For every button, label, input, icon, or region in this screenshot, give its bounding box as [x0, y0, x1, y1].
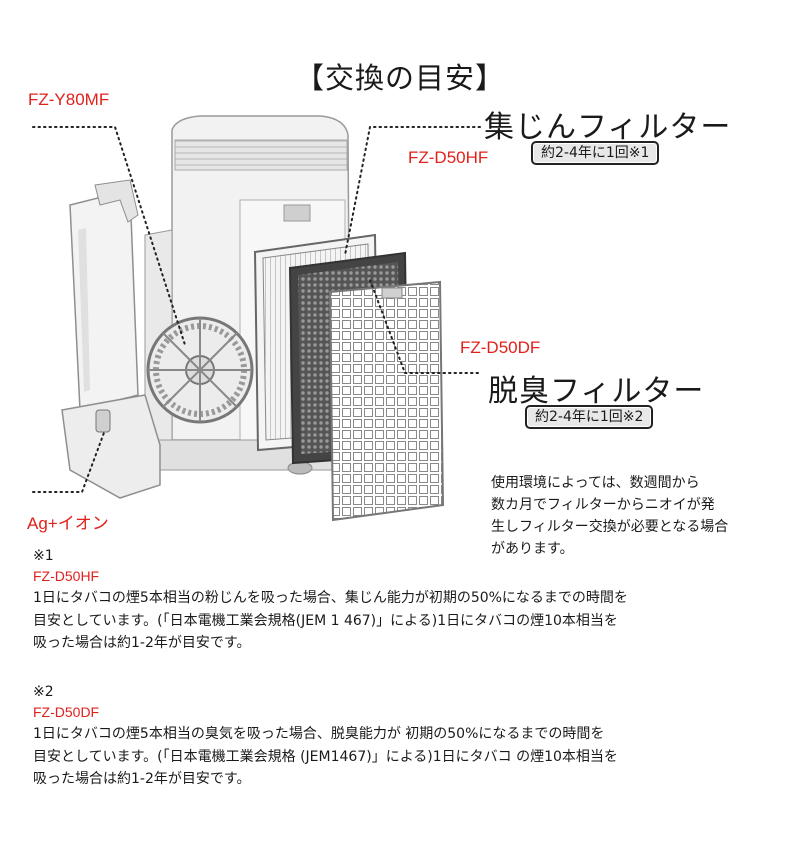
usage-note-line: があります。: [491, 541, 574, 557]
footnote-1: ※1 FZ-D50HF 1日にタバコの煙5本相当の粉じんを吸った場合、集じん能力…: [33, 548, 793, 655]
deodor-filter-interval-badge: 約2-4年に1回※2: [525, 405, 654, 429]
humidify-filter-model: FZ-Y80MF: [28, 90, 110, 109]
deodor-filter-model: FZ-D50DF: [460, 338, 541, 357]
water-tray: [61, 394, 161, 499]
pre-filter: [328, 280, 445, 522]
footnote-2: ※2 FZ-D50DF 1日にタバコの煙5本相当の臭気を吸った場合、脱臭能力が …: [33, 684, 793, 791]
dust-filter-model: FZ-D50HF: [408, 148, 489, 167]
leader-lines: [32, 126, 481, 493]
dust-filter-interval-badge: 約2-4年に1回※1: [531, 141, 660, 165]
page-title: 【交換の目安】: [294, 61, 505, 95]
humidifying-filter-wheel: [146, 316, 254, 424]
usage-note-line: 使用環境によっては、数週間から: [491, 475, 700, 491]
footnote-mark: ※2: [33, 684, 54, 700]
dust-filter-name: 集じんフィルター: [484, 110, 732, 145]
ion-label: Ag+イオン: [27, 514, 109, 533]
usage-note-line: 数カ月でフィルターからニオイが発: [491, 497, 715, 513]
footnote-line: 吸った場合は約1-2年が目安です。: [33, 771, 251, 787]
footnote-line: 目安としています。(「日本電機工業会規格(JEM 1 467)」による)1日にタ…: [33, 612, 618, 629]
water-tank: [69, 179, 139, 411]
footnote-line: 1日にタバコの煙5本相当の臭気を吸った場合、脱臭能力が 初期の50%になるまでの…: [33, 726, 605, 742]
footnote-line: 目安としています。(「日本電機工業会規格 (JEM1467)」による)1日にタバ…: [33, 748, 618, 765]
footnote-mark: ※1: [33, 548, 54, 564]
footnote-model: FZ-D50DF: [33, 704, 100, 720]
air-purifier-illustration: [32, 115, 481, 522]
usage-note: 使用環境によっては、数週間から 数カ月でフィルターからニオイが発 生しフィルター…: [491, 472, 791, 560]
usage-note-line: 生しフィルター交換が必要となる場合: [491, 519, 729, 535]
deodor-filter-name: 脱臭フィルター: [488, 374, 705, 409]
footnote-text: 1日にタバコの煙5本相当の粉じんを吸った場合、集じん能力が初期の50%になるまで…: [33, 587, 793, 655]
footnote-model: FZ-D50HF: [33, 568, 100, 584]
footnote-line: 1日にタバコの煙5本相当の粉じんを吸った場合、集じん能力が初期の50%になるまで…: [33, 590, 628, 606]
footnote-line: 吸った場合は約1-2年が目安です。: [33, 635, 251, 651]
footnote-text: 1日にタバコの煙5本相当の臭気を吸った場合、脱臭能力が 初期の50%になるまでの…: [33, 723, 793, 791]
